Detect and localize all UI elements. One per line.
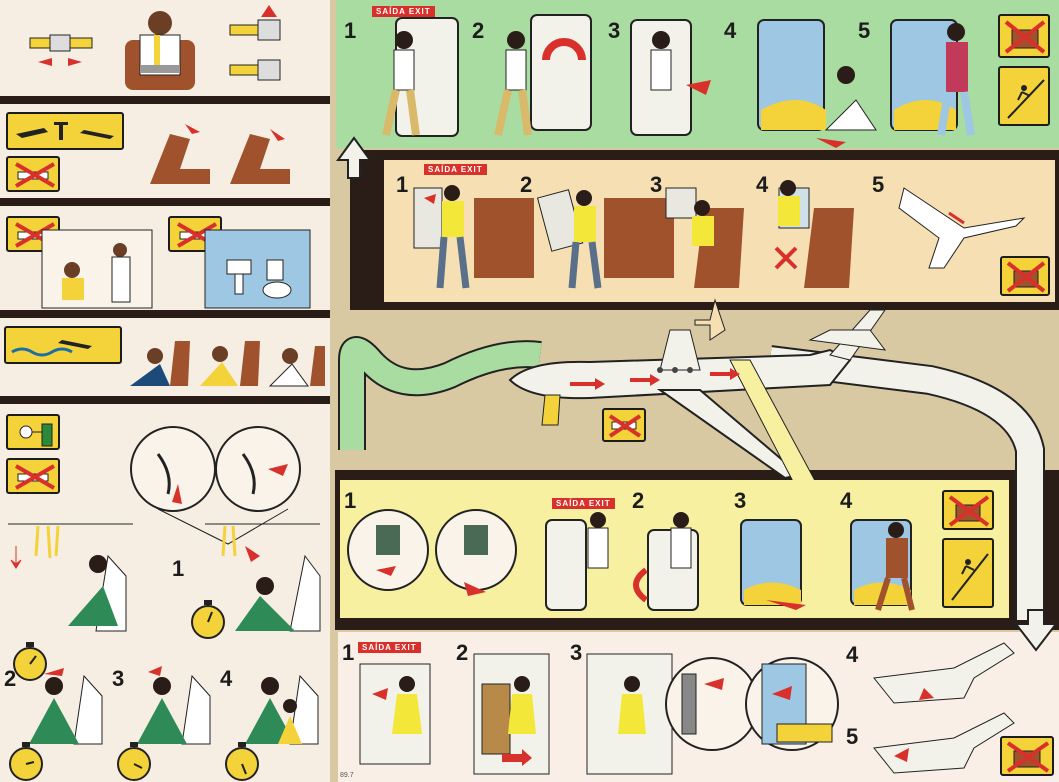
- no-baggage-sign-icon: [998, 14, 1050, 58]
- no-smoking-sign-icon: [602, 408, 646, 442]
- lavatory-panel: [0, 206, 330, 310]
- stopwatch-icon: [13, 642, 47, 681]
- no-baggage-sign-icon: [1000, 736, 1054, 776]
- up-arrow-icon: [336, 136, 372, 179]
- aircraft-evacuation-diagram: [338, 298, 1045, 620]
- mask-drop-icon: [8, 523, 133, 632]
- stopwatch-icon: [225, 742, 259, 781]
- put-on-mask-icon: [29, 668, 103, 745]
- exit-sign: SAÍDA EXIT: [358, 642, 421, 653]
- help-child-mask-icon: [245, 674, 319, 745]
- oxygen-step-4: 4: [220, 666, 233, 691]
- green-step-4: 4: [724, 18, 737, 43]
- no-baggage-sign-icon: [942, 490, 994, 530]
- seatbelt-buckle-icon: [29, 34, 93, 66]
- oxygen-mask-detail-icon: [130, 426, 301, 545]
- yellow-step-2: 2: [632, 488, 645, 513]
- yellow-step-4: 4: [840, 488, 853, 513]
- left-column: 1 2 3 4: [0, 0, 330, 782]
- bottom-step-3: 3: [570, 640, 583, 665]
- bottom-step-5: 5: [846, 724, 859, 749]
- stopwatch-icon: [9, 742, 43, 781]
- green-step-2: 2: [472, 18, 485, 43]
- rear-exit-panel: SAÍDA EXIT 1 2 3 4 5: [338, 632, 1059, 782]
- brace-position-panel: [0, 318, 330, 396]
- green-step-5: 5: [858, 18, 871, 43]
- takeoff-landing-sign-icon: [6, 112, 124, 150]
- peach-step-1: 1: [396, 172, 409, 197]
- rear-exit-sequence-icon: [359, 653, 839, 775]
- slide-jump-sign-icon: [942, 538, 994, 608]
- oxygen-step-1: 1: [172, 556, 185, 581]
- no-smoking-sign-icon: [6, 458, 60, 494]
- oxygen-sign-icon: [6, 414, 60, 450]
- green-step-3: 3: [608, 18, 621, 43]
- exit-sign: SAÍDA EXIT: [372, 6, 435, 17]
- overwing-exit-sequence-icon: [413, 180, 1026, 289]
- adjust-mask-icon: [137, 666, 211, 745]
- overwing-exit-panel: SAÍDA EXIT 1 2 3 4 5: [384, 160, 1055, 302]
- bottom-step-2: 2: [456, 640, 469, 665]
- door-exit-sequence-icon: [347, 509, 915, 611]
- stopwatch-icon: [191, 600, 225, 639]
- bottom-step-4: 4: [846, 642, 859, 667]
- door-open-sequence-icon: [382, 14, 975, 148]
- lavatory-icon: [204, 229, 311, 309]
- down-arrow-icon: [1013, 609, 1059, 652]
- peach-step-5: 5: [872, 172, 885, 197]
- pull-mask-icon: [205, 523, 321, 632]
- exit-sign: SAÍDA EXIT: [424, 164, 487, 175]
- door-exit-panel-green: SAÍDA EXIT 1 2 3 4 5: [336, 0, 1059, 148]
- brace-position-icon: [130, 341, 325, 387]
- slide-jump-sign-icon: [998, 66, 1050, 126]
- cabin-passengers-icon: [41, 229, 153, 309]
- seated-passenger-seatbelt-icon: [125, 11, 195, 90]
- seat-recline-icon: [150, 124, 290, 184]
- seatbelt-release-icon: [229, 5, 281, 81]
- footer-code: 89.7: [340, 772, 354, 779]
- bottom-step-1: 1: [342, 640, 355, 665]
- peach-step-3: 3: [650, 172, 663, 197]
- water-landing-sign-icon: [4, 326, 122, 364]
- peach-step-2: 2: [520, 172, 533, 197]
- evacuation-route-arrow: [340, 338, 542, 450]
- peach-step-4: 4: [756, 172, 769, 197]
- oxygen-step-3: 3: [112, 666, 125, 691]
- yellow-step-1: 1: [344, 488, 357, 513]
- green-step-1: 1: [344, 18, 357, 43]
- no-smoking-sign-icon: [6, 156, 60, 192]
- oxygen-step-2: 2: [4, 666, 17, 691]
- seat-upright-panel: [0, 104, 330, 198]
- yellow-step-3: 3: [734, 488, 747, 513]
- rear-slide-deploy-icon: [873, 642, 1015, 774]
- exit-sign: SAÍDA EXIT: [552, 498, 615, 509]
- seatbelt-panel: [0, 0, 330, 96]
- no-baggage-sign-icon: [1000, 256, 1050, 296]
- oxygen-panel: 1 2 3 4: [0, 404, 330, 782]
- door-exit-panel-yellow: SAÍDA EXIT 1 2 3 4: [340, 480, 1009, 618]
- stopwatch-icon: [117, 742, 151, 781]
